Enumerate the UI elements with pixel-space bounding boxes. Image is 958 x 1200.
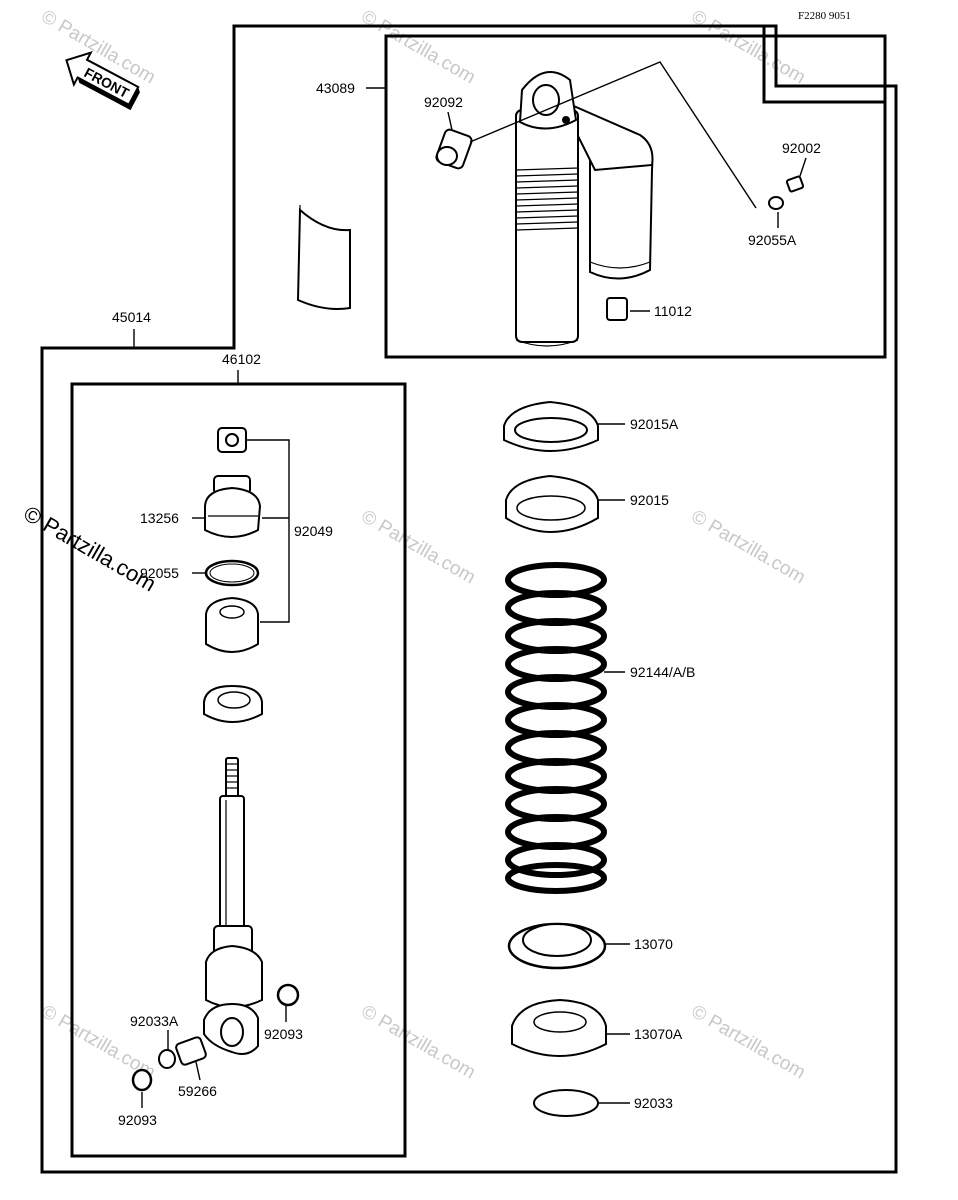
watermarks: © Partzilla.com © Partzilla.com © Partzi… bbox=[38, 6, 809, 1083]
label-13070A: 13070A bbox=[634, 1026, 683, 1042]
shock-body-drawing bbox=[435, 61, 805, 347]
label-92093-right: 92093 bbox=[264, 1026, 303, 1042]
shock-body-box-43089 bbox=[384, 34, 887, 359]
label-92049: 92049 bbox=[294, 523, 333, 539]
watermark: © Partzilla.com bbox=[688, 506, 809, 588]
rod-thread bbox=[226, 763, 238, 789]
watermark: © Partzilla.com bbox=[358, 6, 479, 88]
coil-spring bbox=[505, 562, 607, 894]
watermark: © Partzilla.com bbox=[358, 506, 479, 588]
label-13070: 13070 bbox=[634, 936, 673, 952]
label-43089: 43089 bbox=[316, 80, 355, 96]
assembly-outline-inner bbox=[762, 26, 886, 104]
label-92002: 92002 bbox=[782, 140, 821, 156]
label-92092: 92092 bbox=[424, 94, 463, 110]
label-92144: 92144/A/B bbox=[630, 664, 695, 680]
label-92033A: 92033A bbox=[130, 1013, 179, 1029]
leader-lines bbox=[133, 87, 807, 1108]
label-92093-left: 92093 bbox=[118, 1112, 157, 1128]
label-13256: 13256 bbox=[140, 510, 179, 526]
label-45014: 45014 bbox=[112, 309, 151, 325]
watermark: © Partzilla.com bbox=[688, 6, 809, 88]
label-11012: 11012 bbox=[654, 303, 692, 319]
label-92055: 92055 bbox=[140, 565, 179, 581]
assembly-outline-45014 bbox=[40, 24, 898, 1174]
label-46102: 46102 bbox=[222, 351, 261, 367]
piston-rod-drawing bbox=[131, 427, 300, 1092]
part-labels: 45014 43089 46102 92092 92002 92055A 110… bbox=[112, 80, 821, 1128]
spring-side-drawing bbox=[503, 400, 607, 1117]
label-92015: 92015 bbox=[630, 492, 669, 508]
label-92033: 92033 bbox=[634, 1095, 673, 1111]
watermark: © Partzilla.com bbox=[358, 1001, 479, 1083]
body-threads bbox=[515, 167, 579, 231]
label-92015A: 92015A bbox=[630, 416, 679, 432]
cover-sleeve bbox=[296, 207, 351, 310]
label-92055A: 92055A bbox=[748, 232, 797, 248]
reference-code: F2280 9051 bbox=[798, 10, 851, 22]
label-59266: 59266 bbox=[178, 1083, 217, 1099]
watermark: © Partzilla.com bbox=[688, 1001, 809, 1083]
